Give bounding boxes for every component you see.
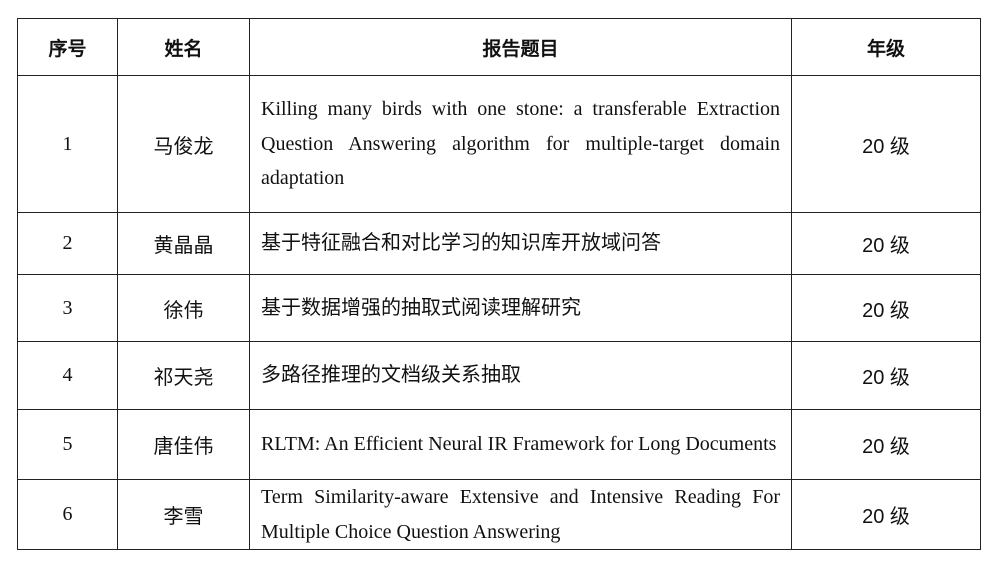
table-row: 1 马俊龙 Killing many birds with one stone:… (17, 75, 981, 213)
table-row: 5 唐佳伟 RLTM: An Efficient Neural IR Frame… (17, 409, 981, 480)
cell-number: 1 (17, 75, 118, 213)
cell-title: 基于特征融合和对比学习的知识库开放域问答 (249, 212, 792, 275)
table-row: 4 祁天尧 多路径推理的文档级关系抽取 20 级 (17, 341, 981, 410)
cell-title: Killing many birds with one stone: a tra… (249, 75, 792, 213)
cell-number: 4 (17, 341, 118, 410)
header-grade: 年级 (791, 18, 981, 76)
cell-number: 3 (17, 274, 118, 342)
header-name: 姓名 (117, 18, 250, 76)
cell-title: Term Similarity-aware Extensive and Inte… (249, 479, 792, 550)
cell-title: RLTM: An Efficient Neural IR Framework f… (249, 409, 792, 480)
cell-number: 6 (17, 479, 118, 550)
cell-number: 5 (17, 409, 118, 480)
header-number: 序号 (17, 18, 118, 76)
cell-name: 徐伟 (117, 274, 250, 342)
cell-grade: 20 级 (791, 75, 981, 213)
cell-title: 多路径推理的文档级关系抽取 (249, 341, 792, 410)
table-row: 6 李雪 Term Similarity-aware Extensive and… (17, 479, 981, 550)
cell-grade: 20 级 (791, 274, 981, 342)
cell-title: 基于数据增强的抽取式阅读理解研究 (249, 274, 792, 342)
cell-grade: 20 级 (791, 212, 981, 275)
header-title: 报告题目 (249, 18, 792, 76)
report-table: 序号 姓名 报告题目 年级 1 马俊龙 Killing many birds w… (17, 18, 981, 550)
cell-grade: 20 级 (791, 479, 981, 550)
cell-grade: 20 级 (791, 341, 981, 410)
cell-grade: 20 级 (791, 409, 981, 480)
cell-name: 唐佳伟 (117, 409, 250, 480)
cell-name: 马俊龙 (117, 75, 250, 213)
table-row: 2 黄晶晶 基于特征融合和对比学习的知识库开放域问答 20 级 (17, 212, 981, 275)
table-row: 3 徐伟 基于数据增强的抽取式阅读理解研究 20 级 (17, 274, 981, 342)
table-header-row: 序号 姓名 报告题目 年级 (17, 18, 981, 76)
cell-name: 祁天尧 (117, 341, 250, 410)
cell-name: 黄晶晶 (117, 212, 250, 275)
cell-number: 2 (17, 212, 118, 275)
cell-name: 李雪 (117, 479, 250, 550)
